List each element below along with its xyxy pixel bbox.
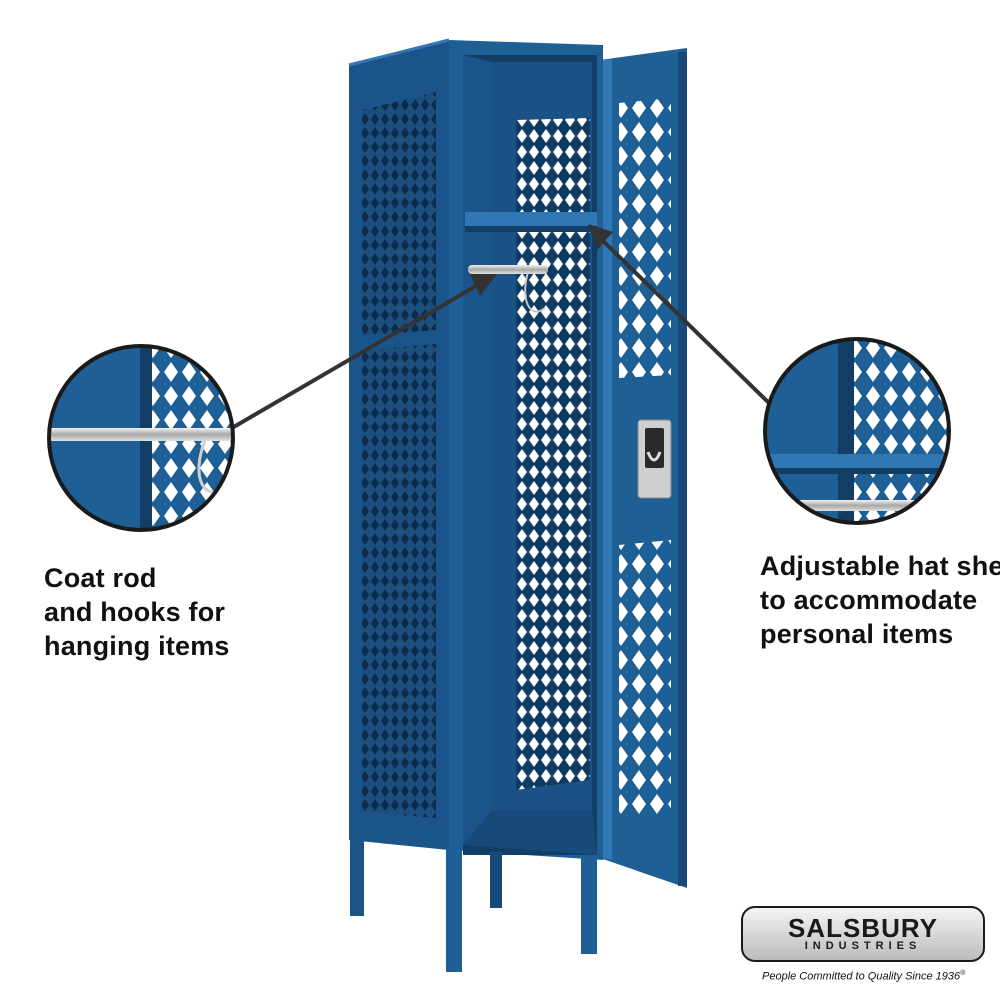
caption-coat-rod-line-3: hanging items — [44, 631, 230, 661]
locker-legs — [350, 838, 597, 972]
hat-shelf — [465, 212, 597, 232]
zoom-circle-hat-shelf — [763, 337, 951, 525]
coat-rod — [468, 265, 548, 313]
locker-body — [449, 40, 603, 860]
caption-hat-shelf-line-1: Adjustable hat shelf — [760, 551, 1000, 581]
brand-tagline: People Committed to Quality Since 1936® — [762, 970, 965, 983]
caption-hat-shelf-line-2: to accommodate — [760, 585, 978, 615]
door-latch-icon — [637, 419, 672, 499]
caption-coat-rod: Coat rod and hooks for hanging items — [44, 561, 230, 663]
logo-badge: SALSBURY INDUSTRIES — [741, 906, 985, 962]
brand-tagline-text: People Committed to Quality Since 1936 — [762, 970, 961, 983]
trademark-symbol: ® — [960, 970, 966, 977]
caption-coat-rod-line-1: Coat rod — [44, 563, 157, 593]
caption-hat-shelf: Adjustable hat shelf to accommodate pers… — [760, 549, 1000, 651]
callout-arrow-hat-shelf — [588, 224, 772, 406]
locker-side-panel — [348, 38, 450, 850]
caption-hat-shelf-line-3: personal items — [760, 619, 954, 649]
zoom-circle-coat-rod — [47, 344, 235, 532]
callout-arrow-coat-rod — [230, 274, 497, 430]
logo-brand-subname: INDUSTRIES — [804, 940, 922, 952]
logo-brand-name: SALSBURY — [787, 913, 939, 943]
caption-coat-rod-line-2: and hooks for — [44, 597, 226, 627]
salsbury-logo: SALSBURY INDUSTRIES — [741, 906, 989, 968]
